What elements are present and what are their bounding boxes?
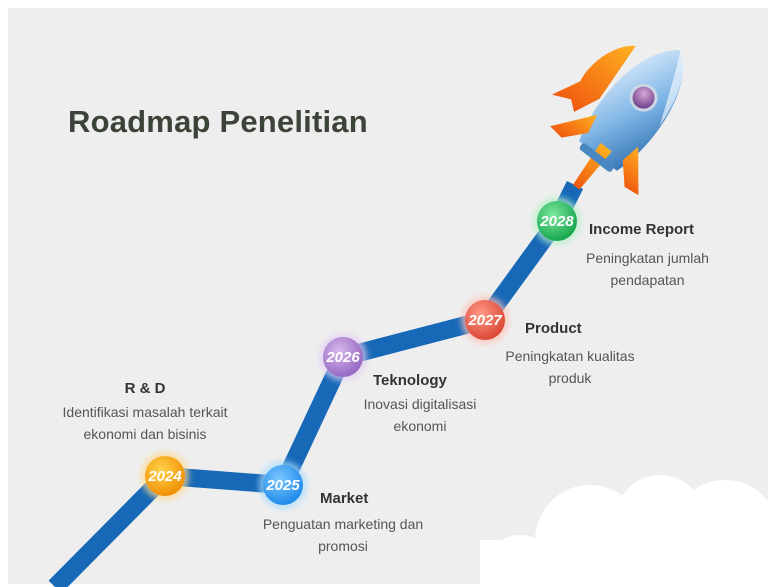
milestone-title-2026: Teknology xyxy=(373,372,447,389)
milestone-description-2024: Identifikasi masalah terkait ekonomi dan… xyxy=(62,404,228,442)
milestone-marker-2026: 2026 xyxy=(319,333,367,381)
rocket-illustration xyxy=(550,45,684,196)
milestone-marker-2027: 2027 xyxy=(461,296,509,344)
year-label-2025: 2025 xyxy=(265,477,300,494)
milestone-title-2027: Product xyxy=(525,320,582,337)
milestone-marker-2024: 2024 xyxy=(141,452,189,500)
milestone-description-2028: Peningkatan jumlah pendapatan xyxy=(586,250,709,288)
milestone-title-2028: Income Report xyxy=(589,221,695,238)
year-label-2028: 2028 xyxy=(539,213,574,230)
year-label-2027: 2027 xyxy=(467,312,502,329)
milestone-title-2024: R & D xyxy=(124,380,166,397)
clouds-decoration xyxy=(480,475,775,587)
page-title: Roadmap Penelitian xyxy=(68,104,368,139)
milestone-title-2025: Market xyxy=(320,490,369,507)
milestone-description-2025: Penguatan marketing dan promosi xyxy=(262,516,424,554)
milestone-marker-2028: 2028 xyxy=(533,197,581,245)
milestone-description-2027: Peningkatan kualitas produk xyxy=(505,348,635,386)
milestone-marker-2025: 2025 xyxy=(259,461,307,509)
year-label-2026: 2026 xyxy=(325,349,360,366)
milestone-description-2026: Inovasi digitalisasi ekonomi xyxy=(363,396,477,434)
year-label-2024: 2024 xyxy=(147,468,182,485)
